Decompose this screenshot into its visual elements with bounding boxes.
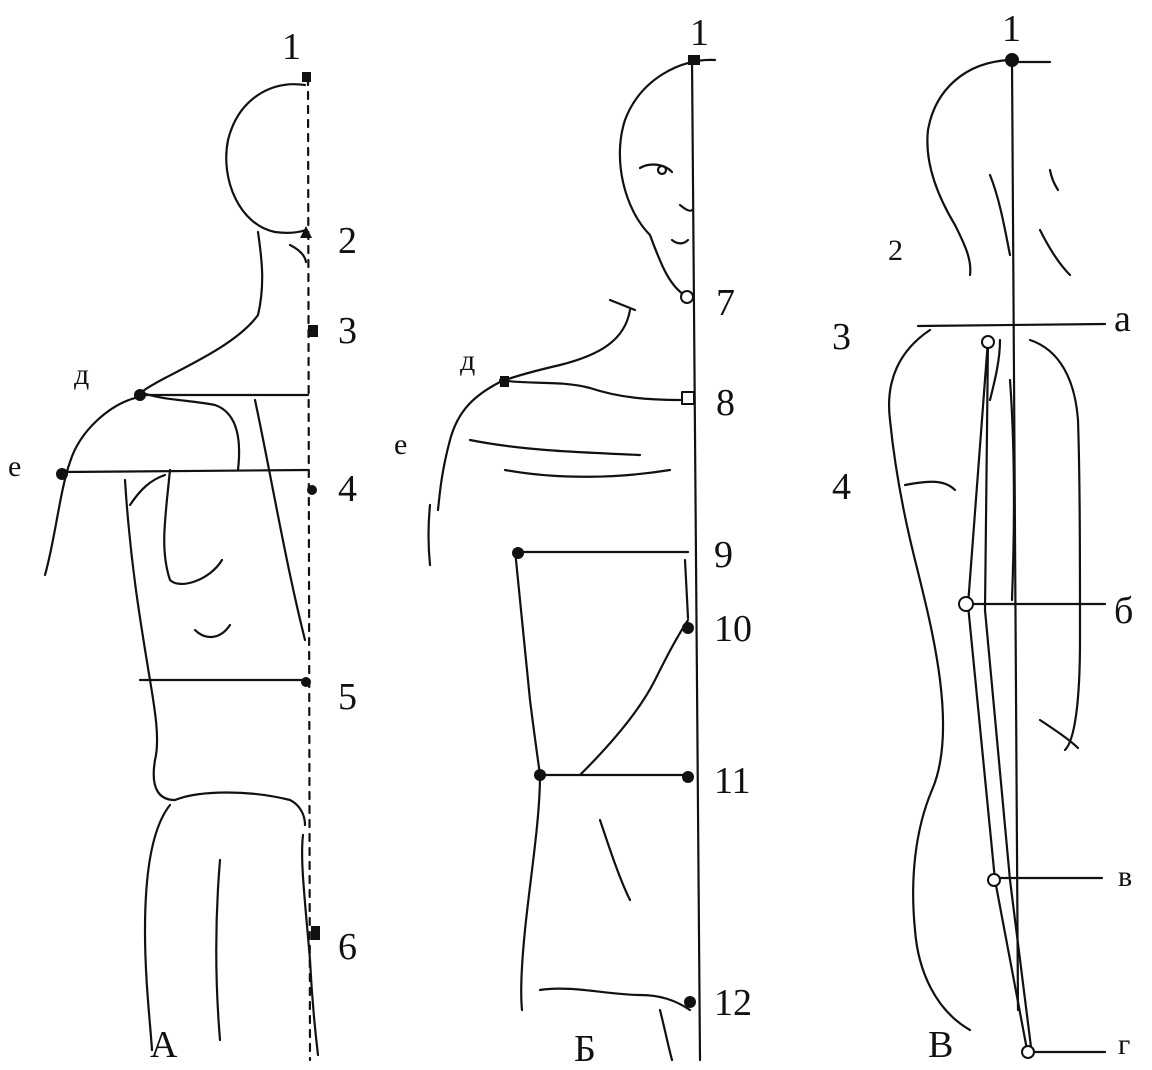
panel-b-point-9: 9 xyxy=(714,536,733,574)
panel-a-figure xyxy=(45,78,318,1060)
panel-a-point-4: 4 xyxy=(338,470,357,508)
panel-b-point-11: 11 xyxy=(714,762,751,800)
panel-a-point-2: 2 xyxy=(338,222,357,260)
panel-a-point-e: е xyxy=(8,452,21,482)
panel-a-point-6: 6 xyxy=(338,928,357,966)
panel-c-point-b: б xyxy=(1114,592,1133,630)
panel-b-point-e: е xyxy=(394,430,407,460)
panel-a-point-d: д xyxy=(74,360,89,390)
panel-c-point-g: г xyxy=(1118,1030,1130,1060)
panel-c-caption: В xyxy=(928,1026,953,1064)
panel-c-point-a: а xyxy=(1114,300,1131,338)
panel-c-point-4: 4 xyxy=(832,468,851,506)
panel-b-point-12: 12 xyxy=(714,984,752,1022)
panel-b-point-10: 10 xyxy=(714,610,752,648)
panel-b-caption: Б xyxy=(574,1030,596,1068)
panel-c-point-3: 3 xyxy=(832,318,851,356)
panel-a-point-3: 3 xyxy=(338,312,357,350)
panel-a-point-1: 1 xyxy=(282,28,301,66)
panel-b-point-1: 1 xyxy=(690,14,709,52)
panel-b-point-7: 7 xyxy=(716,284,735,322)
panel-c-point-1: 1 xyxy=(1002,10,1021,48)
panel-c-point-v: в xyxy=(1118,862,1132,892)
panel-b-point-8: 8 xyxy=(716,384,735,422)
panel-c-figure xyxy=(889,60,1105,1055)
panel-b-figure xyxy=(429,58,716,1060)
panel-a-point-5: 5 xyxy=(338,678,357,716)
panel-b-point-d: д xyxy=(460,346,475,376)
panel-a-caption: А xyxy=(150,1026,177,1064)
panel-c-point-2: 2 xyxy=(888,236,903,266)
